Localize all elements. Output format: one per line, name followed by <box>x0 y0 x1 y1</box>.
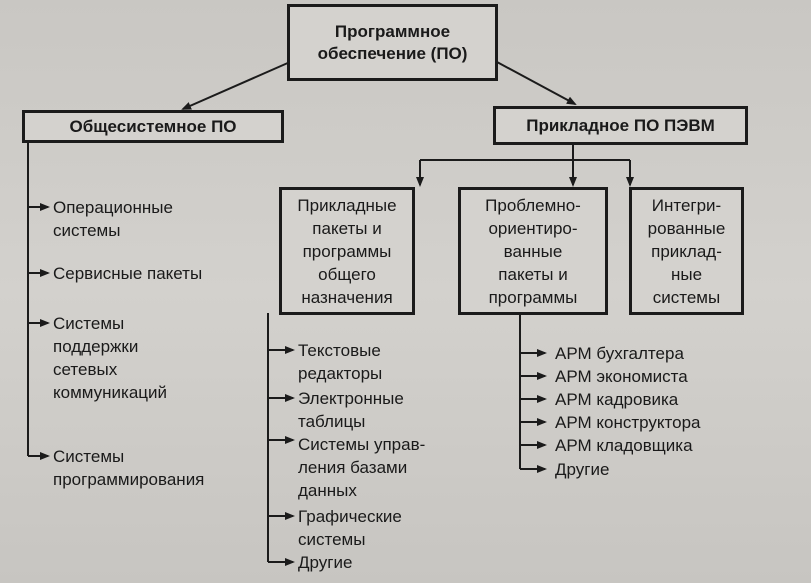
root-title-line2: обеспечение (ПО) <box>317 43 468 63</box>
general-item-os: Операционные системы <box>53 198 173 240</box>
general-item-network: Системы поддержки сетевых коммуникаций <box>53 314 168 402</box>
sub-box-problem-oriented: Проблемно- ориентиро- ванные пакеты и пр… <box>458 187 608 315</box>
sub2-item-economist: АРМ экономиста <box>555 367 688 386</box>
sub1-item-graphics: Графические системы <box>298 507 402 549</box>
sub2-item-other: Другие <box>555 460 610 479</box>
sub1-item-spreadsheets: Электронные таблицы <box>298 389 404 431</box>
sub2-item-designer: АРМ конструктора <box>555 413 701 432</box>
root-title-line1: Программное <box>334 21 451 41</box>
general-software-box: Общесистемное ПО <box>22 110 284 143</box>
root-box: Программное обеспечение (ПО) <box>287 4 498 81</box>
sub2-item-hr: АРМ кадровика <box>555 390 679 409</box>
general-software-title: Общесистемное ПО <box>69 116 237 136</box>
sub1-title: Прикладные пакеты и программы общего наз… <box>297 195 397 307</box>
sub-box-integrated: Интегри- рованные приклад- ные системы <box>629 187 744 315</box>
general-item-programming: Системы программирования <box>53 447 205 489</box>
sub1-item-dbms: Системы управ- ления базами данных <box>298 435 426 500</box>
sub1-item-other: Другие <box>298 553 353 572</box>
applied-software-box: Прикладное ПО ПЭВМ <box>493 106 748 145</box>
sub2-item-accountant: АРМ бухгалтера <box>555 344 684 363</box>
sub2-title: Проблемно- ориентиро- ванные пакеты и пр… <box>485 195 581 307</box>
sub3-title: Интегри- рованные приклад- ные системы <box>647 195 726 307</box>
applied-software-title: Прикладное ПО ПЭВМ <box>526 115 715 135</box>
sub1-item-text-editors: Текстовые редакторы <box>298 341 383 383</box>
sub2-item-storekeeper: АРМ кладовщика <box>555 436 693 455</box>
general-item-service: Сервисные пакеты <box>53 264 203 283</box>
sub-box-general-purpose: Прикладные пакеты и программы общего наз… <box>279 187 415 315</box>
